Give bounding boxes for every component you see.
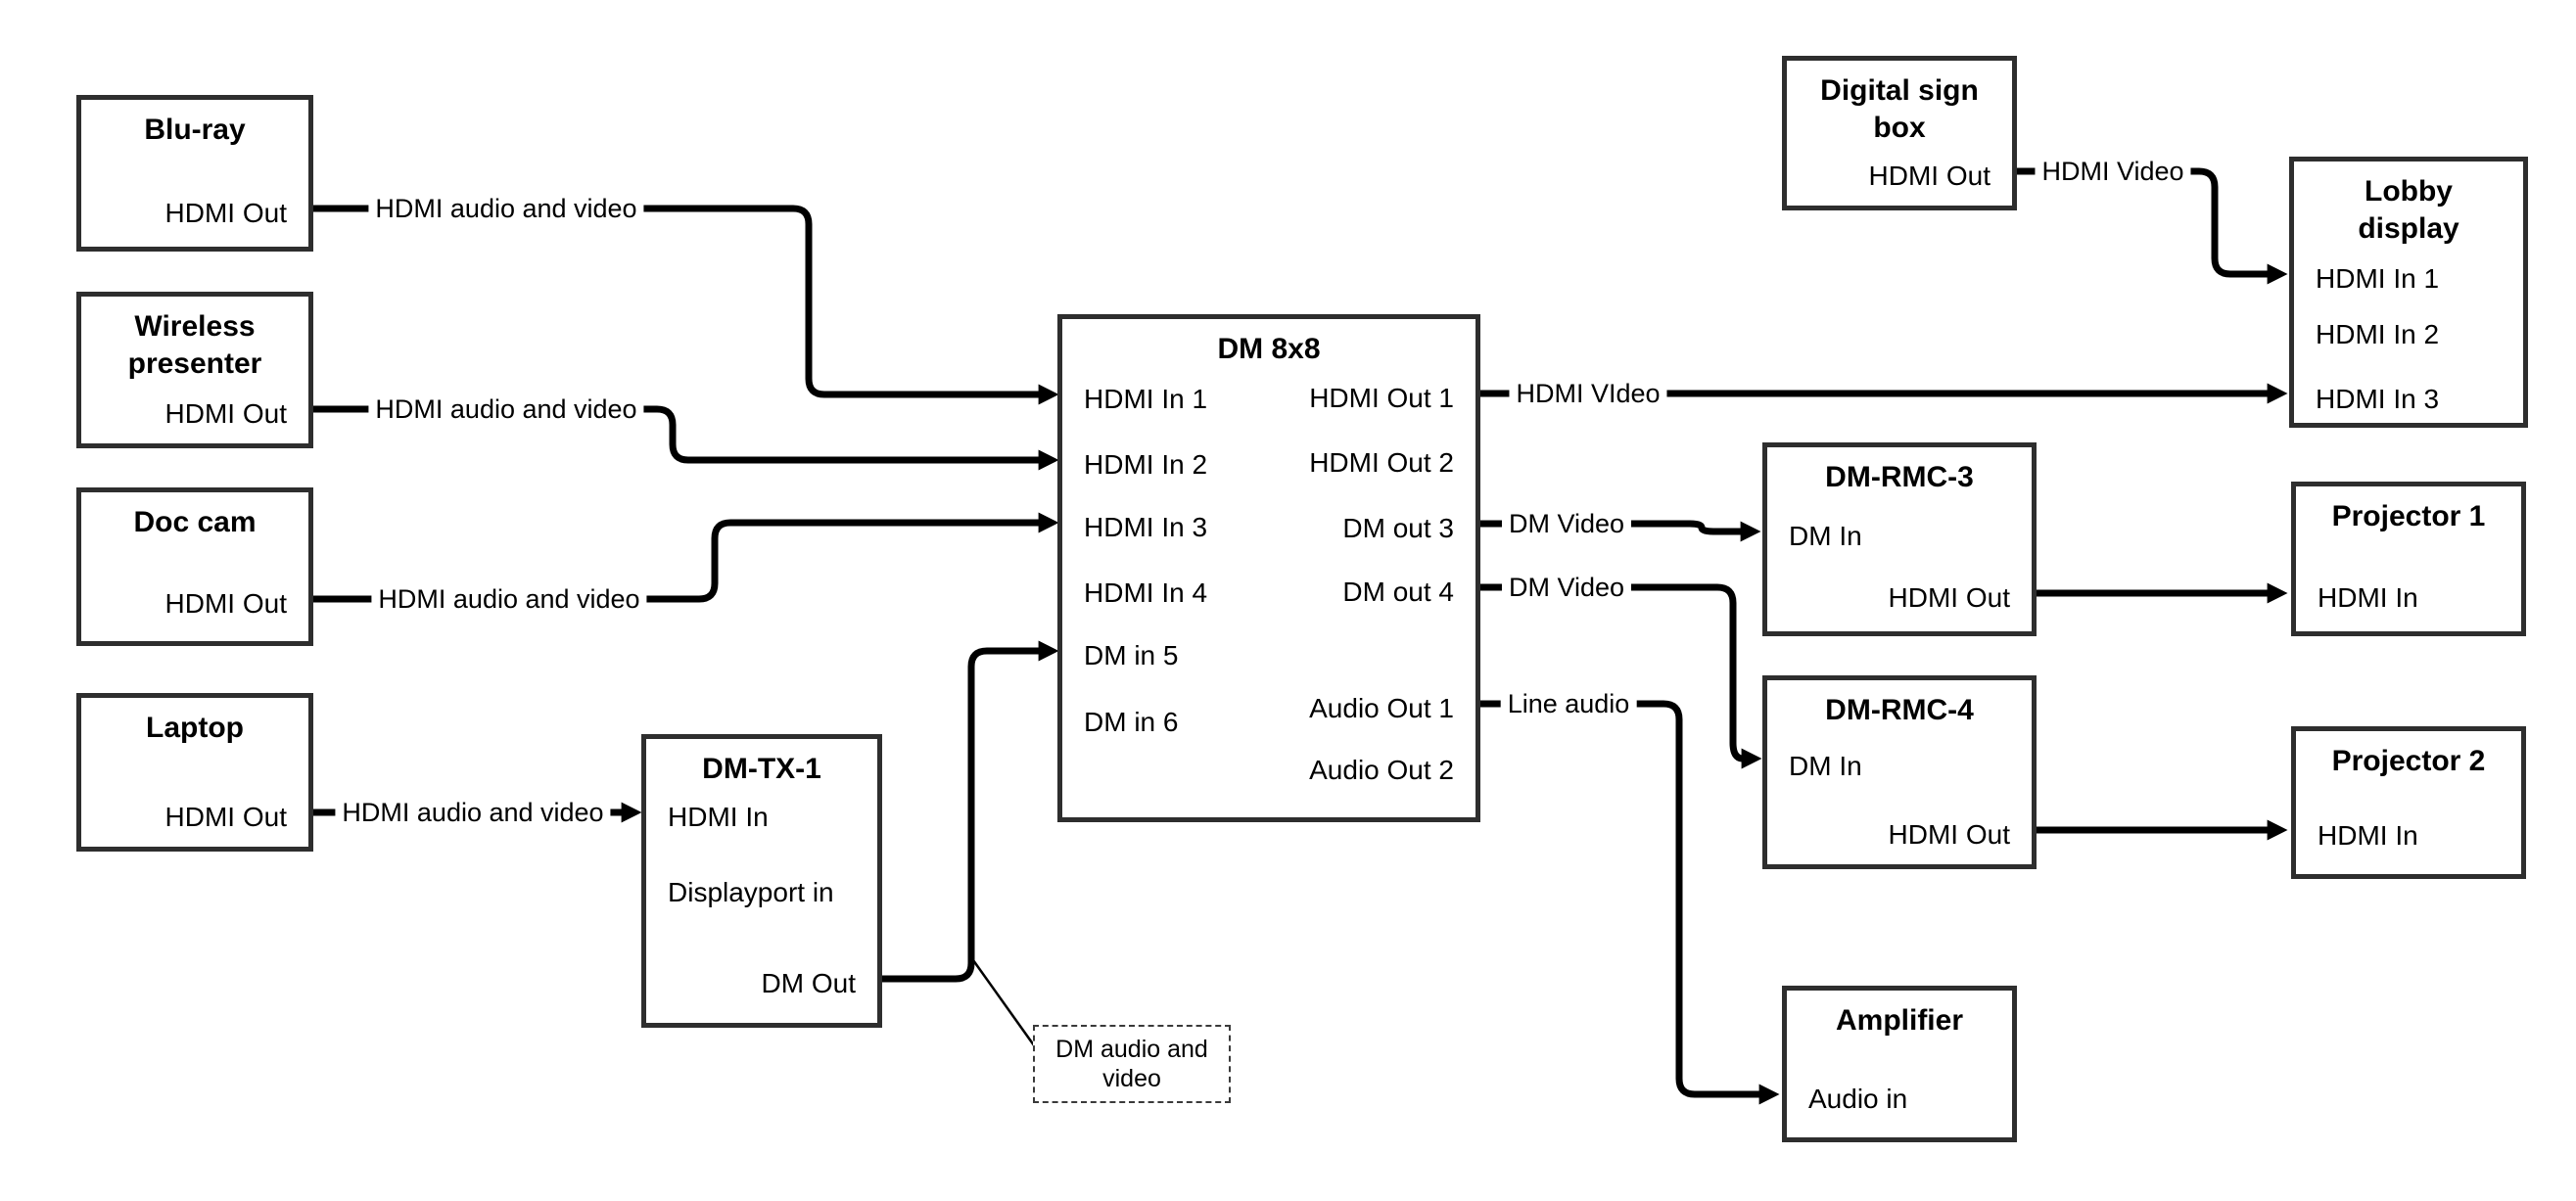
port-dm-8x8-hdmi-in-1: HDMI In 1 <box>1084 384 1208 414</box>
node-title-wireless-presenter: Wireless presenter <box>127 310 262 380</box>
edge-label: Line audio <box>1500 688 1637 719</box>
connection-blu-ray-to-dm8x8-in1 <box>313 205 1059 405</box>
edge-label: HDMI audio and video <box>371 583 647 615</box>
annotation-note: DM audio and video <box>1033 1025 1231 1103</box>
node-title-dm-8x8: DM 8x8 <box>1217 333 1321 365</box>
port-dm-8x8-dm-out-3: DM out 3 <box>1342 513 1454 543</box>
connection-dmtx1-dmout-to-dm8x8-in5 <box>882 640 1059 983</box>
port-dm-rmc-3-hdmi-out: HDMI Out <box>1888 582 2010 613</box>
edge-label: HDMI audio and video <box>335 797 611 828</box>
port-dm-tx-1-hdmi-in: HDMI In <box>668 802 769 832</box>
port-dm-rmc-4-dm-in: DM In <box>1789 751 1862 781</box>
port-lobby-display-hdmi-in-1: HDMI In 1 <box>2316 263 2440 294</box>
port-dm-8x8-hdmi-out-2: HDMI Out 2 <box>1309 447 1454 478</box>
annotation-note-text: DM audio and video <box>1055 1036 1208 1092</box>
edge-label: DM Video <box>1501 572 1632 603</box>
port-blu-ray-hdmi-out: HDMI Out <box>164 198 287 228</box>
node-title-dm-rmc-4: DM-RMC-4 <box>1825 694 1974 726</box>
port-dm-8x8-hdmi-in-4: HDMI In 4 <box>1084 577 1208 608</box>
node-title-projector-1: Projector 1 <box>2331 500 2486 532</box>
node-title-lobby-display: Lobby display <box>2358 175 2459 245</box>
node-title-dm-tx-1: DM-TX-1 <box>702 753 821 785</box>
port-projector-1-hdmi-in: HDMI In <box>2318 582 2418 613</box>
node-projector-2: Projector 2 HDMI In <box>2291 726 2526 879</box>
connection-doc-cam-to-dm8x8-in3 <box>313 512 1059 603</box>
connection-signbox-to-lobby-in1 <box>2017 167 2288 285</box>
port-dm-8x8-dm-in-6: DM in 6 <box>1084 707 1179 737</box>
connection-presenter-to-dm8x8-in2 <box>313 405 1059 471</box>
node-title-doc-cam: Doc cam <box>133 506 257 538</box>
port-dm-8x8-hdmi-out-1: HDMI Out 1 <box>1309 383 1454 413</box>
connection-dm8x8-audio1-to-amp <box>1480 700 1780 1105</box>
port-dm-8x8-audio-out-2: Audio Out 2 <box>1309 755 1454 785</box>
port-dm-rmc-3-dm-in: DM In <box>1789 521 1862 551</box>
port-dm-8x8-hdmi-in-2: HDMI In 2 <box>1084 449 1208 480</box>
node-title-blu-ray: Blu-ray <box>144 114 246 146</box>
port-projector-2-hdmi-in: HDMI In <box>2318 820 2418 851</box>
node-projector-1: Projector 1 HDMI In <box>2291 482 2526 636</box>
edge-label: HDMI audio and video <box>368 193 644 224</box>
port-wireless-presenter-hdmi-out: HDMI Out <box>164 398 287 429</box>
port-laptop-hdmi-out: HDMI Out <box>164 802 287 832</box>
port-lobby-display-hdmi-in-3: HDMI In 3 <box>2316 384 2440 414</box>
port-dm-8x8-hdmi-in-3: HDMI In 3 <box>1084 512 1208 542</box>
port-dm-8x8-audio-out-1: Audio Out 1 <box>1309 693 1454 723</box>
port-amplifier-audio-in: Audio in <box>1808 1084 1908 1114</box>
port-dm-rmc-4-hdmi-out: HDMI Out <box>1888 819 2010 850</box>
node-title-projector-2: Projector 2 <box>2331 745 2486 777</box>
node-dm-rmc-4: DM-RMC-4 DM In HDMI Out <box>1762 675 2037 869</box>
node-title-amplifier: Amplifier <box>1835 1004 1964 1037</box>
edge-label: HDMI Video <box>2035 156 2191 187</box>
port-dm-tx-1-dm-out: DM Out <box>761 968 856 998</box>
port-digital-sign-box-hdmi-out: HDMI Out <box>1868 161 1991 191</box>
node-title-digital-sign-box: Digital sign box <box>1820 74 1979 144</box>
port-lobby-display-hdmi-in-2: HDMI In 2 <box>2316 319 2440 349</box>
port-dm-tx-1-displayport-in: Displayport in <box>668 877 834 907</box>
note-leader-line <box>971 959 1036 1046</box>
port-dm-8x8-dm-out-4: DM out 4 <box>1342 577 1454 607</box>
connection-dm8x8-out3-to-rmc3-dmin <box>1480 520 1761 542</box>
node-title-dm-rmc-3: DM-RMC-3 <box>1825 461 1974 493</box>
port-dm-8x8-dm-in-5: DM in 5 <box>1084 640 1179 670</box>
port-doc-cam-hdmi-out: HDMI Out <box>164 588 287 619</box>
edge-label: DM Video <box>1501 508 1632 539</box>
node-dm-rmc-3: DM-RMC-3 DM In HDMI Out <box>1762 442 2037 636</box>
edge-label: HDMI VIdeo <box>1509 378 1667 409</box>
edge-label: HDMI audio and video <box>368 393 644 425</box>
node-title-laptop: Laptop <box>146 712 244 744</box>
connection-dm8x8-out4-to-rmc4-dmin <box>1480 583 1762 769</box>
